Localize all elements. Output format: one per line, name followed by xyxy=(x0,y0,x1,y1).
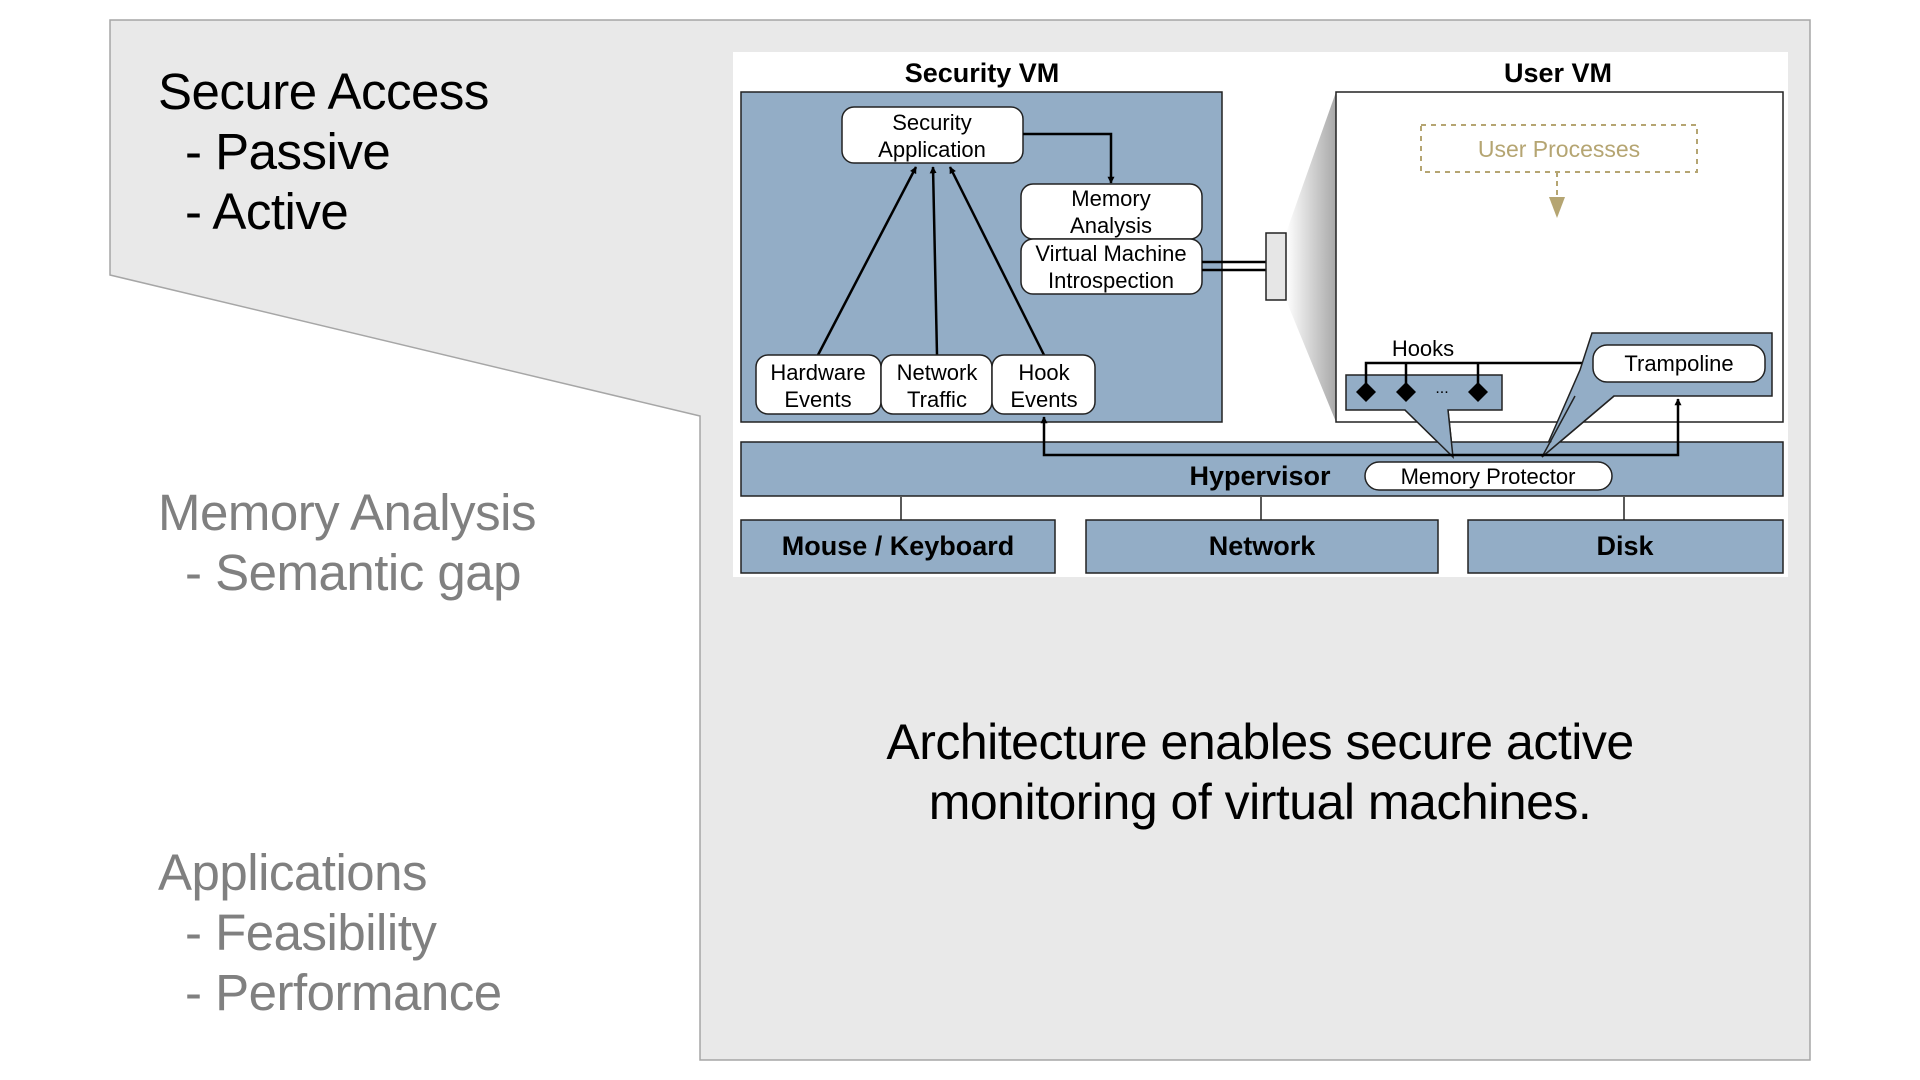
hypervisor-label: Hypervisor xyxy=(1189,461,1331,491)
memory-protector-label: Memory Protector xyxy=(1401,464,1576,489)
device-disk-label: Disk xyxy=(1596,531,1654,561)
arrow-network-to-app xyxy=(929,166,939,356)
memory-analysis-line2: Analysis xyxy=(1070,213,1152,238)
user-processes-label: User Processes xyxy=(1478,136,1640,162)
hardware-events-line2: Events xyxy=(784,387,851,412)
security-application-line2: Application xyxy=(878,137,986,162)
hook-diamond-1 xyxy=(1356,382,1376,402)
hooks-ellipsis: ... xyxy=(1435,380,1448,397)
memory-analysis-node[interactable]: Memory Analysis xyxy=(1020,183,1203,240)
vmi-line1: Virtual Machine xyxy=(1035,241,1186,266)
hooks-label: Hooks xyxy=(1392,336,1454,361)
user-vm-label: User VM xyxy=(1504,58,1612,88)
introspection-wedge xyxy=(1286,92,1336,422)
hook-diamond-2 xyxy=(1396,382,1416,402)
hardware-events-node[interactable]: Hardware Events xyxy=(755,354,882,415)
section-title: Memory Analysis xyxy=(158,484,536,541)
device-mouse-keyboard[interactable]: Mouse / Keyboard xyxy=(740,519,1056,574)
section-title: Secure Access xyxy=(158,63,489,120)
user-processes-arrow-head xyxy=(1549,197,1565,218)
device-mouse-keyboard-label: Mouse / Keyboard xyxy=(782,531,1015,561)
arrow-hook-to-app xyxy=(948,166,1046,356)
arrow-app-to-memory-analysis xyxy=(1023,132,1115,184)
device-disk[interactable]: Disk xyxy=(1467,519,1784,574)
security-application-line1: Security xyxy=(892,110,971,135)
hook-diamond-3 xyxy=(1468,382,1488,402)
hardware-events-line1: Hardware xyxy=(770,360,865,385)
section-item: - Performance xyxy=(185,964,502,1021)
hooks-callout-tail-edge xyxy=(1404,409,1454,459)
introspection-plug xyxy=(1265,232,1287,301)
network-traffic-line2: Traffic xyxy=(907,387,967,412)
security-application-node[interactable]: Security Application xyxy=(841,106,1024,164)
device-network[interactable]: Network xyxy=(1085,519,1439,574)
hook-events-line2: Events xyxy=(1010,387,1077,412)
memory-analysis-line1: Memory xyxy=(1071,186,1150,211)
section-item: - Semantic gap xyxy=(185,544,522,601)
caption-line-1: Architecture enables secure active xyxy=(886,714,1634,770)
slide-caption: Architecture enables secure active monit… xyxy=(780,712,1740,832)
device-network-label: Network xyxy=(1209,531,1317,561)
trampoline-label: Trampoline xyxy=(1624,351,1733,376)
section-title: Applications xyxy=(158,844,427,901)
section-item: - Active xyxy=(185,183,349,240)
network-traffic-node[interactable]: Network Traffic xyxy=(880,354,993,415)
arrow-protector-to-trampoline xyxy=(1453,398,1682,457)
trampoline-callout-tail-edge xyxy=(1541,395,1615,458)
arrow-hardware-to-app xyxy=(816,166,918,356)
section-item: - Passive xyxy=(185,123,391,180)
vmi-line2: Introspection xyxy=(1048,268,1174,293)
caption-line-2: monitoring of virtual machines. xyxy=(928,774,1592,830)
hook-events-line1: Hook xyxy=(1018,360,1070,385)
user-processes-node[interactable]: User Processes xyxy=(1420,124,1698,173)
network-traffic-line1: Network xyxy=(897,360,979,385)
vmi-node[interactable]: Virtual Machine Introspection xyxy=(1020,238,1203,295)
section-secure-access: Secure Access - Passive - Active xyxy=(158,62,489,242)
section-item: - Feasibility xyxy=(185,904,437,961)
hook-events-node[interactable]: Hook Events xyxy=(991,354,1096,415)
trampoline-node[interactable]: Trampoline xyxy=(1592,344,1766,383)
section-applications: Applications - Feasibility - Performance xyxy=(158,843,502,1023)
memory-protector-node[interactable]: Memory Protector xyxy=(1364,461,1613,491)
section-memory-analysis: Memory Analysis - Semantic gap xyxy=(158,483,536,603)
security-vm-label: Security VM xyxy=(905,58,1060,88)
arrow-protector-to-hook-events xyxy=(1040,416,1453,457)
